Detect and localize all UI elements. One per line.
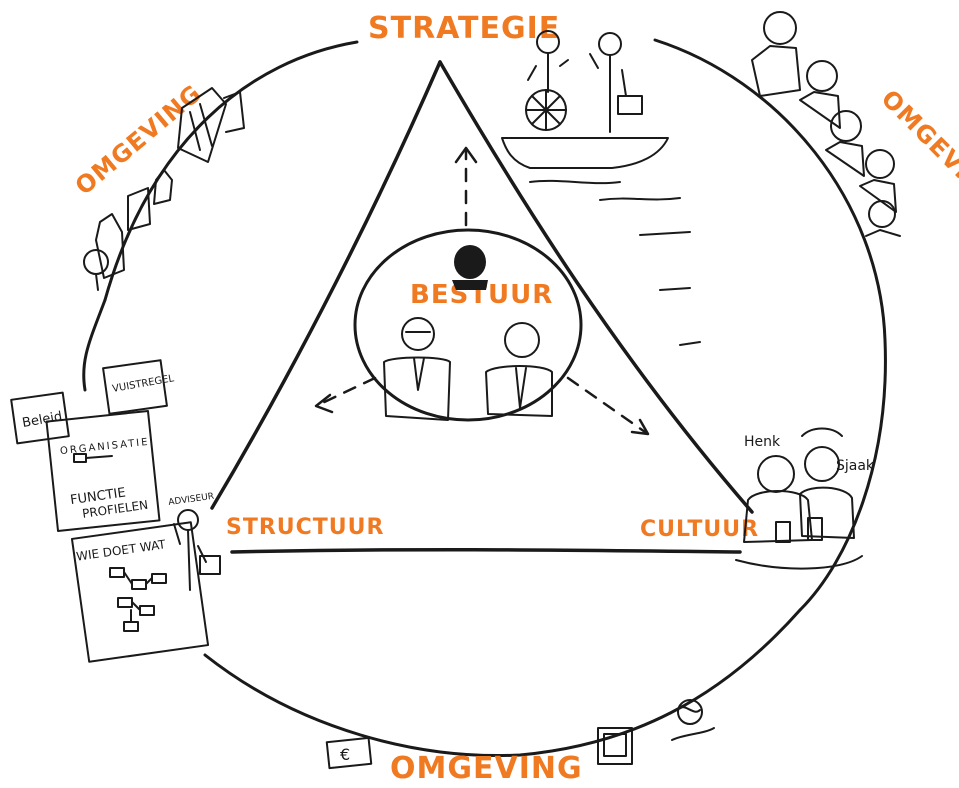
label-strategie: STRATEGIE [368, 11, 560, 46]
bottom-icons [325, 699, 715, 770]
boat-icon [501, 30, 701, 346]
document-texts: Beleid VUISTREGEL ORGANISATIE FUNCTIE PR… [21, 373, 215, 564]
doc-organisatie [45, 409, 161, 533]
beer-glass-icon-2 [807, 517, 823, 541]
hand-icon [671, 727, 715, 741]
central-triangle [210, 60, 754, 554]
orange-labels: STRATEGIE BESTUUR STRUCTUUR CULTUUR OMGE… [70, 11, 959, 786]
doc-beleid-label: Beleid [21, 409, 63, 431]
inner-circle [353, 228, 583, 422]
dashed-arrows [316, 148, 647, 434]
henk-head [757, 455, 795, 493]
outer-circle [82, 38, 887, 757]
doc-beleid [10, 391, 70, 445]
label-omgeving-bottom: OMGEVING [390, 751, 583, 786]
crowd-icon [751, 11, 901, 237]
adviseur-head [177, 509, 199, 531]
beer-glass-icon [775, 521, 791, 543]
adviseur-label: ADVISEUR [168, 492, 215, 508]
euro-icon: € [340, 745, 350, 764]
board-members [383, 317, 553, 421]
arrow-to-cultuur [566, 376, 647, 434]
structure-documents [10, 359, 221, 663]
doc-vuistregel [102, 359, 168, 415]
name-henk: Henk [744, 434, 781, 450]
arrow-to-structuur [316, 376, 377, 407]
sjaak-head [804, 446, 840, 482]
briefcase-icon [617, 95, 643, 115]
bestuur-silhouette [452, 245, 488, 290]
label-omgeving-right: OMGEVING [876, 84, 959, 214]
tablet-icon [597, 727, 633, 765]
label-structuur: STRUCTUUR [226, 515, 384, 540]
cultuur-people [735, 427, 863, 570]
cultuur-names: Henk Sjaak [744, 434, 875, 474]
board-member-right-head [504, 322, 540, 358]
arrowheads [314, 146, 650, 436]
adviseur-briefcase-icon [199, 555, 221, 575]
businessman-head [598, 32, 622, 56]
doc-wie-doet-wat [70, 521, 210, 663]
doc-organisatie-label: ORGANISATIE [60, 437, 150, 457]
banknote-icon [325, 736, 373, 770]
name-sjaak: Sjaak [836, 458, 875, 474]
doc-wie-doet-wat-label: WIE DOET WAT [75, 537, 167, 563]
label-cultuur: CULTUUR [640, 517, 759, 542]
globe-icon [677, 699, 703, 725]
town-icon [83, 87, 245, 291]
board-member-left-head [401, 317, 435, 351]
